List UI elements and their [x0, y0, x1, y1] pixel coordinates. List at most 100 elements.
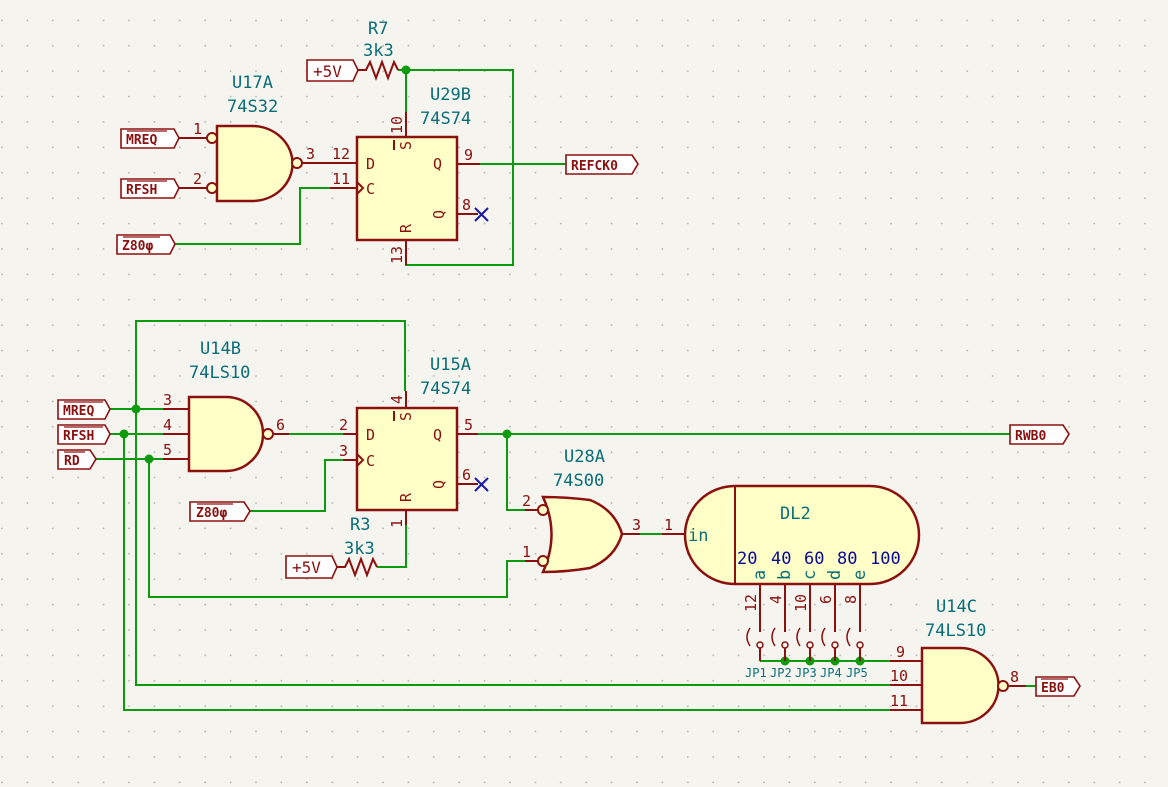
net-label-mreq[interactable]: MREQ [57, 399, 111, 420]
resistor-r7[interactable]: R7 3k3 [358, 19, 399, 81]
jumper-jp3[interactable] [796, 627, 814, 661]
net-label-rfsh-top[interactable]: RFSH [120, 178, 180, 199]
dl2-letter-e: e [850, 570, 870, 580]
u29b-value: 74S74 [420, 109, 471, 129]
u29b-r: R [397, 223, 415, 233]
u14c-pin-8: 8 [1010, 668, 1019, 686]
u28a-pin-2: 2 [522, 492, 531, 510]
jumper-jp1[interactable] [746, 627, 764, 661]
net-label-rd[interactable]: RD [57, 449, 97, 470]
u15a-pin-2: 2 [339, 416, 348, 434]
resistor-r3[interactable]: R3 3k3 [337, 515, 378, 578]
rwb0-label: RWB0 [1015, 429, 1046, 444]
flipflop-u15a[interactable]: U15A 74S74 D C S R Q Q 2 3 4 1 5 6 [339, 355, 478, 528]
dl2-letter-d: d [825, 570, 845, 580]
u14b-pin-3: 3 [163, 391, 172, 409]
dl2-tap-40: 40 [771, 549, 791, 569]
u29b-pin-10: 10 [388, 116, 406, 134]
power-flag-top[interactable]: +5V [306, 59, 359, 82]
rfsh-label: RFSH [126, 183, 157, 198]
u14b-pin-4: 4 [163, 416, 172, 434]
net-label-mreq-top[interactable]: MREQ [120, 128, 180, 149]
net-label-rwb0[interactable]: RWB0 [1009, 424, 1070, 445]
u28a-value: 74S00 [553, 471, 604, 491]
r3-ref: R3 [350, 515, 370, 535]
z80phi-label: Z80φ [122, 239, 153, 254]
delay-line-dl2[interactable]: 1 in DL2 20 40 60 80 100 a b c d e 12 4 … [662, 484, 921, 632]
dl2-pin-6: 6 [817, 595, 835, 604]
dl2-pin-10: 10 [792, 594, 810, 612]
net-label-z80phi[interactable]: Z80φ [189, 501, 251, 522]
dl2-pin-8: 8 [842, 595, 860, 604]
u15a-c: C [366, 452, 375, 470]
dl2-pin-4: 4 [767, 595, 785, 604]
jp1-label: JP1 [745, 666, 767, 680]
power-flag-r3[interactable]: +5V [285, 555, 338, 579]
u28a-pin-1: 1 [522, 543, 531, 561]
u29b-pin-11: 11 [332, 170, 350, 188]
u14c-value: 74LS10 [925, 621, 986, 641]
gate-u14b[interactable]: U14B 74LS10 3 4 5 6 [163, 339, 289, 473]
u17a-ref: U17A [232, 73, 273, 93]
u14c-pin-9: 9 [896, 643, 905, 661]
dl2-pin-12: 12 [742, 594, 760, 612]
gate-u17a[interactable]: U17A 74S32 1 2 3 [178, 73, 332, 203]
refck0-label: REFCK0 [571, 159, 618, 174]
u17a-value: 74S32 [227, 97, 278, 117]
jumper-jp2[interactable] [771, 627, 789, 661]
u15a-s: S [397, 412, 415, 421]
u14b-value: 74LS10 [189, 363, 250, 383]
eb0-label: EB0 [1041, 681, 1065, 696]
r7-ref: R7 [368, 19, 388, 39]
u29b-pin-12: 12 [332, 145, 350, 163]
wires [96, 69, 1036, 711]
gate-u14c[interactable]: U14C 74LS10 9 10 11 8 [890, 597, 1026, 725]
dl2-letter-c: c [800, 570, 820, 580]
jp3-label: JP3 [795, 666, 817, 680]
power-label: +5V [313, 62, 342, 81]
dl2-input: in [688, 526, 708, 546]
u15a-pin-5: 5 [464, 416, 473, 434]
u29b-ref: U29B [430, 85, 471, 105]
u14b-ref: U14B [200, 339, 241, 359]
jp2-label: JP2 [770, 666, 792, 680]
flipflop-u29b[interactable]: U29B 74S74 D C S R Q Q 12 11 10 13 9 8 [330, 85, 480, 265]
u15a-pin-4: 4 [388, 395, 406, 404]
no-connect-u29b-qn [474, 207, 489, 222]
u15a-ref: U15A [430, 355, 471, 375]
dl2-tap-100: 100 [870, 549, 901, 569]
u14b-pin-6: 6 [276, 416, 285, 434]
u29b-d: D [366, 155, 375, 173]
gate-u28a[interactable]: U28A 74S00 2 1 3 [522, 447, 641, 574]
dl2-pin-1: 1 [664, 516, 673, 534]
jumper-jp5[interactable] [846, 627, 864, 661]
u17a-pin-2: 2 [193, 170, 202, 188]
dl2-tap-20: 20 [737, 549, 757, 569]
mreq-label-2: MREQ [63, 404, 94, 419]
u29b-qn: Q [430, 210, 448, 219]
u14c-pin-10: 10 [890, 667, 908, 685]
net-label-z80phi-top[interactable]: Z80φ [116, 234, 176, 255]
net-label-rfsh[interactable]: RFSH [57, 424, 111, 445]
u17a-pin-3: 3 [306, 145, 315, 163]
u15a-value: 74S74 [420, 379, 471, 399]
u28a-pin-3: 3 [632, 516, 641, 534]
u29b-q: Q [433, 155, 442, 173]
dl2-tap-80: 80 [837, 549, 857, 569]
r7-value: 3k3 [363, 41, 394, 61]
dl2-tap-60: 60 [804, 549, 824, 569]
u15a-pin-1: 1 [388, 519, 406, 528]
u15a-d: D [366, 426, 375, 444]
dl2-ref: DL2 [780, 504, 811, 524]
u29b-pin-9: 9 [464, 146, 473, 164]
u15a-r: R [397, 492, 415, 502]
jumpers[interactable]: JP1 JP2 JP3 JP4 JP5 [745, 627, 868, 680]
net-label-eb0[interactable]: EB0 [1035, 676, 1081, 697]
jumper-jp4[interactable] [821, 627, 839, 661]
u14b-pin-5: 5 [163, 441, 172, 459]
u15a-pin-3: 3 [339, 442, 348, 460]
net-label-refck0[interactable]: REFCK0 [565, 154, 639, 175]
u15a-qn: Q [430, 480, 448, 489]
u28a-ref: U28A [564, 447, 605, 467]
